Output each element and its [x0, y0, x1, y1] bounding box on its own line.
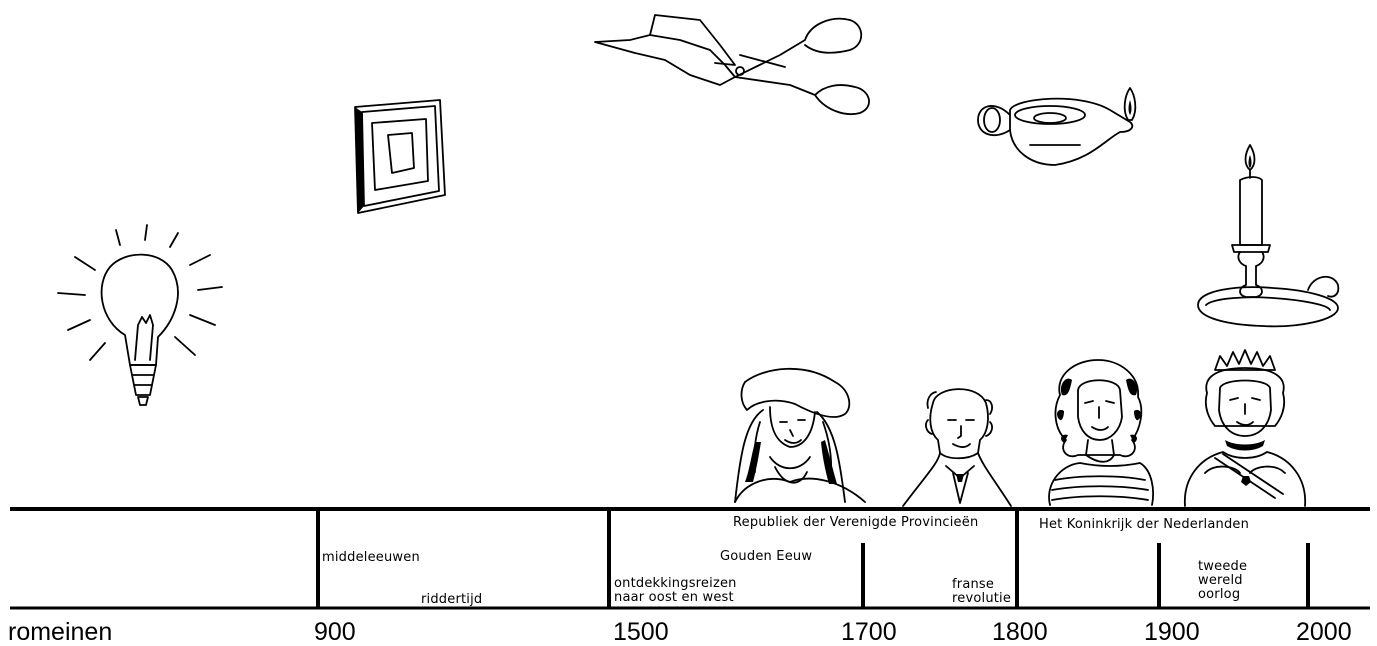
period-wereldoorlog-label-1: tweede [1198, 559, 1248, 574]
period-koninkrijk-label: Het Koninkrijk der Nederlanden [1039, 517, 1250, 532]
lady-with-curls-icon [1040, 355, 1158, 508]
period-ontdekkingsreizen-label-2: naar oost en west [614, 590, 734, 605]
year-label-1500: 1500 [613, 618, 669, 646]
period-franse-revolutie-label-2: revolutie [952, 591, 1012, 606]
period-franse-revolutie-label-1: franse [952, 577, 995, 592]
year-label-romeinen: romeinen [8, 618, 113, 646]
man-in-wig-icon [898, 378, 1016, 508]
year-label-1700: 1700 [841, 618, 897, 646]
year-label-1800: 1800 [992, 618, 1048, 646]
period-republiek-label: Republiek der Verenigde Provincieën [733, 515, 979, 530]
candle-holder-icon [1188, 140, 1353, 340]
candle-snuffer-icon [590, 5, 880, 135]
year-label-1900: 1900 [1144, 618, 1200, 646]
queen-with-tiara-icon [1175, 348, 1315, 508]
year-label-900: 900 [314, 618, 356, 646]
period-riddertijd-label: riddertijd [421, 592, 483, 607]
man-with-hat-and-wig-icon [725, 362, 875, 508]
period-ontdekkingsreizen-label-1: ontdekkingsreizen [614, 576, 737, 591]
period-gouden-eeuw-label: Gouden Eeuw [720, 549, 813, 564]
light-switch-icon [350, 95, 450, 215]
oil-lamp-icon [970, 70, 1150, 180]
light-bulb-icon [50, 224, 230, 420]
period-middeleeuwen-label: middeleeuwen [322, 550, 420, 565]
period-wereldoorlog-label-2: wereld [1198, 573, 1243, 588]
period-wereldoorlog-label-3: oorlog [1198, 587, 1241, 602]
year-label-2000: 2000 [1296, 618, 1352, 646]
